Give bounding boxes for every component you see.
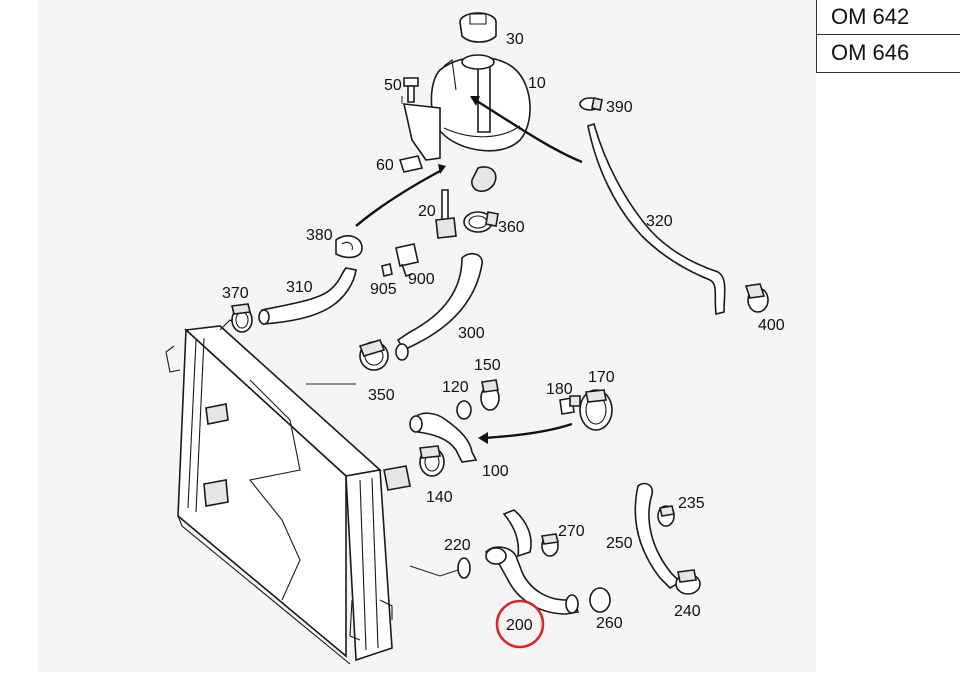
- radiator[interactable]: [165, 319, 411, 665]
- callout-900[interactable]: 900: [408, 271, 435, 288]
- part-300-hose-end: [395, 343, 409, 361]
- part-250-hose[interactable]: [634, 482, 682, 590]
- part-170-clamp[interactable]: [579, 389, 613, 431]
- flow-arrow-380-to-tank: [355, 168, 443, 227]
- leader-lines: [306, 96, 459, 577]
- callout-10[interactable]: 10: [528, 75, 546, 92]
- part-350-clamp[interactable]: [358, 339, 389, 371]
- callout-50[interactable]: 50: [384, 77, 402, 94]
- part-320-hose[interactable]: [587, 122, 726, 315]
- part-100-hose-end: [409, 415, 423, 433]
- part-140-clamp[interactable]: [419, 445, 445, 477]
- callout-350[interactable]: 350: [368, 387, 395, 404]
- part-400-clamp[interactable]: [744, 283, 769, 313]
- engine-variant-om646[interactable]: OM 646: [831, 39, 910, 65]
- callout-390[interactable]: 390: [606, 99, 633, 116]
- part-905-connector[interactable]: [381, 263, 393, 277]
- part-390-clamp[interactable]: [579, 97, 603, 111]
- callout-100[interactable]: 100: [482, 463, 509, 480]
- callout-360[interactable]: 360: [498, 219, 525, 236]
- callout-270[interactable]: 270: [558, 523, 585, 540]
- callout-320[interactable]: 320: [646, 213, 673, 230]
- part-310-hose-end: [258, 309, 270, 325]
- flow-arrow-170-to-100: [483, 422, 573, 440]
- callout-labels: 30 10 50 390 60 20 320 360 380 900 310 9…: [222, 31, 785, 634]
- callout-310[interactable]: 310: [286, 279, 313, 296]
- part-240-clamp[interactable]: [675, 569, 701, 595]
- callout-240[interactable]: 240: [674, 603, 701, 620]
- callout-300[interactable]: 300: [458, 325, 485, 342]
- part-270-clamp[interactable]: [541, 533, 559, 557]
- flow-arrow-320-to-tank: [471, 96, 583, 164]
- part-150-clamp[interactable]: [480, 379, 500, 411]
- part-60-clip[interactable]: [398, 155, 424, 173]
- part-30-cap[interactable]: [459, 12, 497, 43]
- part-310-hose[interactable]: [261, 267, 357, 325]
- part-300-hose[interactable]: [396, 252, 483, 352]
- part-100-hose[interactable]: [413, 412, 478, 463]
- part-20-sensor[interactable]: [435, 189, 457, 239]
- callout-150[interactable]: 150: [474, 357, 501, 374]
- highlight-circle-200: [495, 599, 545, 649]
- callout-140[interactable]: 140: [426, 489, 453, 506]
- engine-variant-box: OM 642 OM 646: [816, 0, 960, 73]
- part-360-clamp[interactable]: [463, 211, 499, 233]
- arrowhead-icon: [438, 164, 446, 174]
- part-200-hose-outlet: [565, 594, 579, 614]
- part-200-hose-branch: [502, 509, 532, 558]
- callout-370[interactable]: 370: [222, 285, 249, 302]
- callout-380[interactable]: 380: [306, 227, 333, 244]
- callout-20[interactable]: 20: [418, 203, 436, 220]
- callout-200[interactable]: 200: [506, 617, 533, 634]
- arrowhead-icon: [470, 96, 480, 106]
- arrowhead-icon: [478, 432, 488, 444]
- callout-120[interactable]: 120: [442, 379, 469, 396]
- callout-260[interactable]: 260: [596, 615, 623, 632]
- part-370-clamp[interactable]: [231, 303, 253, 333]
- part-380-clip[interactable]: [335, 235, 363, 259]
- part-50-bolt[interactable]: [403, 77, 419, 103]
- part-200-hose[interactable]: [484, 546, 580, 615]
- callout-235[interactable]: 235: [678, 495, 705, 512]
- callout-400[interactable]: 400: [758, 317, 785, 334]
- part-200-hose-end: [485, 547, 507, 565]
- callout-905[interactable]: 905: [370, 281, 397, 298]
- callout-60[interactable]: 60: [376, 157, 394, 174]
- callout-30[interactable]: 30: [506, 31, 524, 48]
- callout-220[interactable]: 220: [444, 537, 471, 554]
- part-900-sensor[interactable]: [395, 243, 419, 278]
- part-235-clamp[interactable]: [657, 505, 675, 527]
- callout-180[interactable]: 180: [546, 381, 573, 398]
- part-180-bleed-screw[interactable]: [559, 395, 581, 415]
- part-260-clamp[interactable]: [589, 587, 611, 613]
- callout-170[interactable]: 170: [588, 369, 615, 386]
- part-120-o-ring[interactable]: [456, 400, 472, 420]
- callout-250[interactable]: 250: [606, 535, 633, 552]
- engine-variant-om642[interactable]: OM 642: [817, 0, 960, 35]
- part-220-o-ring[interactable]: [457, 557, 471, 579]
